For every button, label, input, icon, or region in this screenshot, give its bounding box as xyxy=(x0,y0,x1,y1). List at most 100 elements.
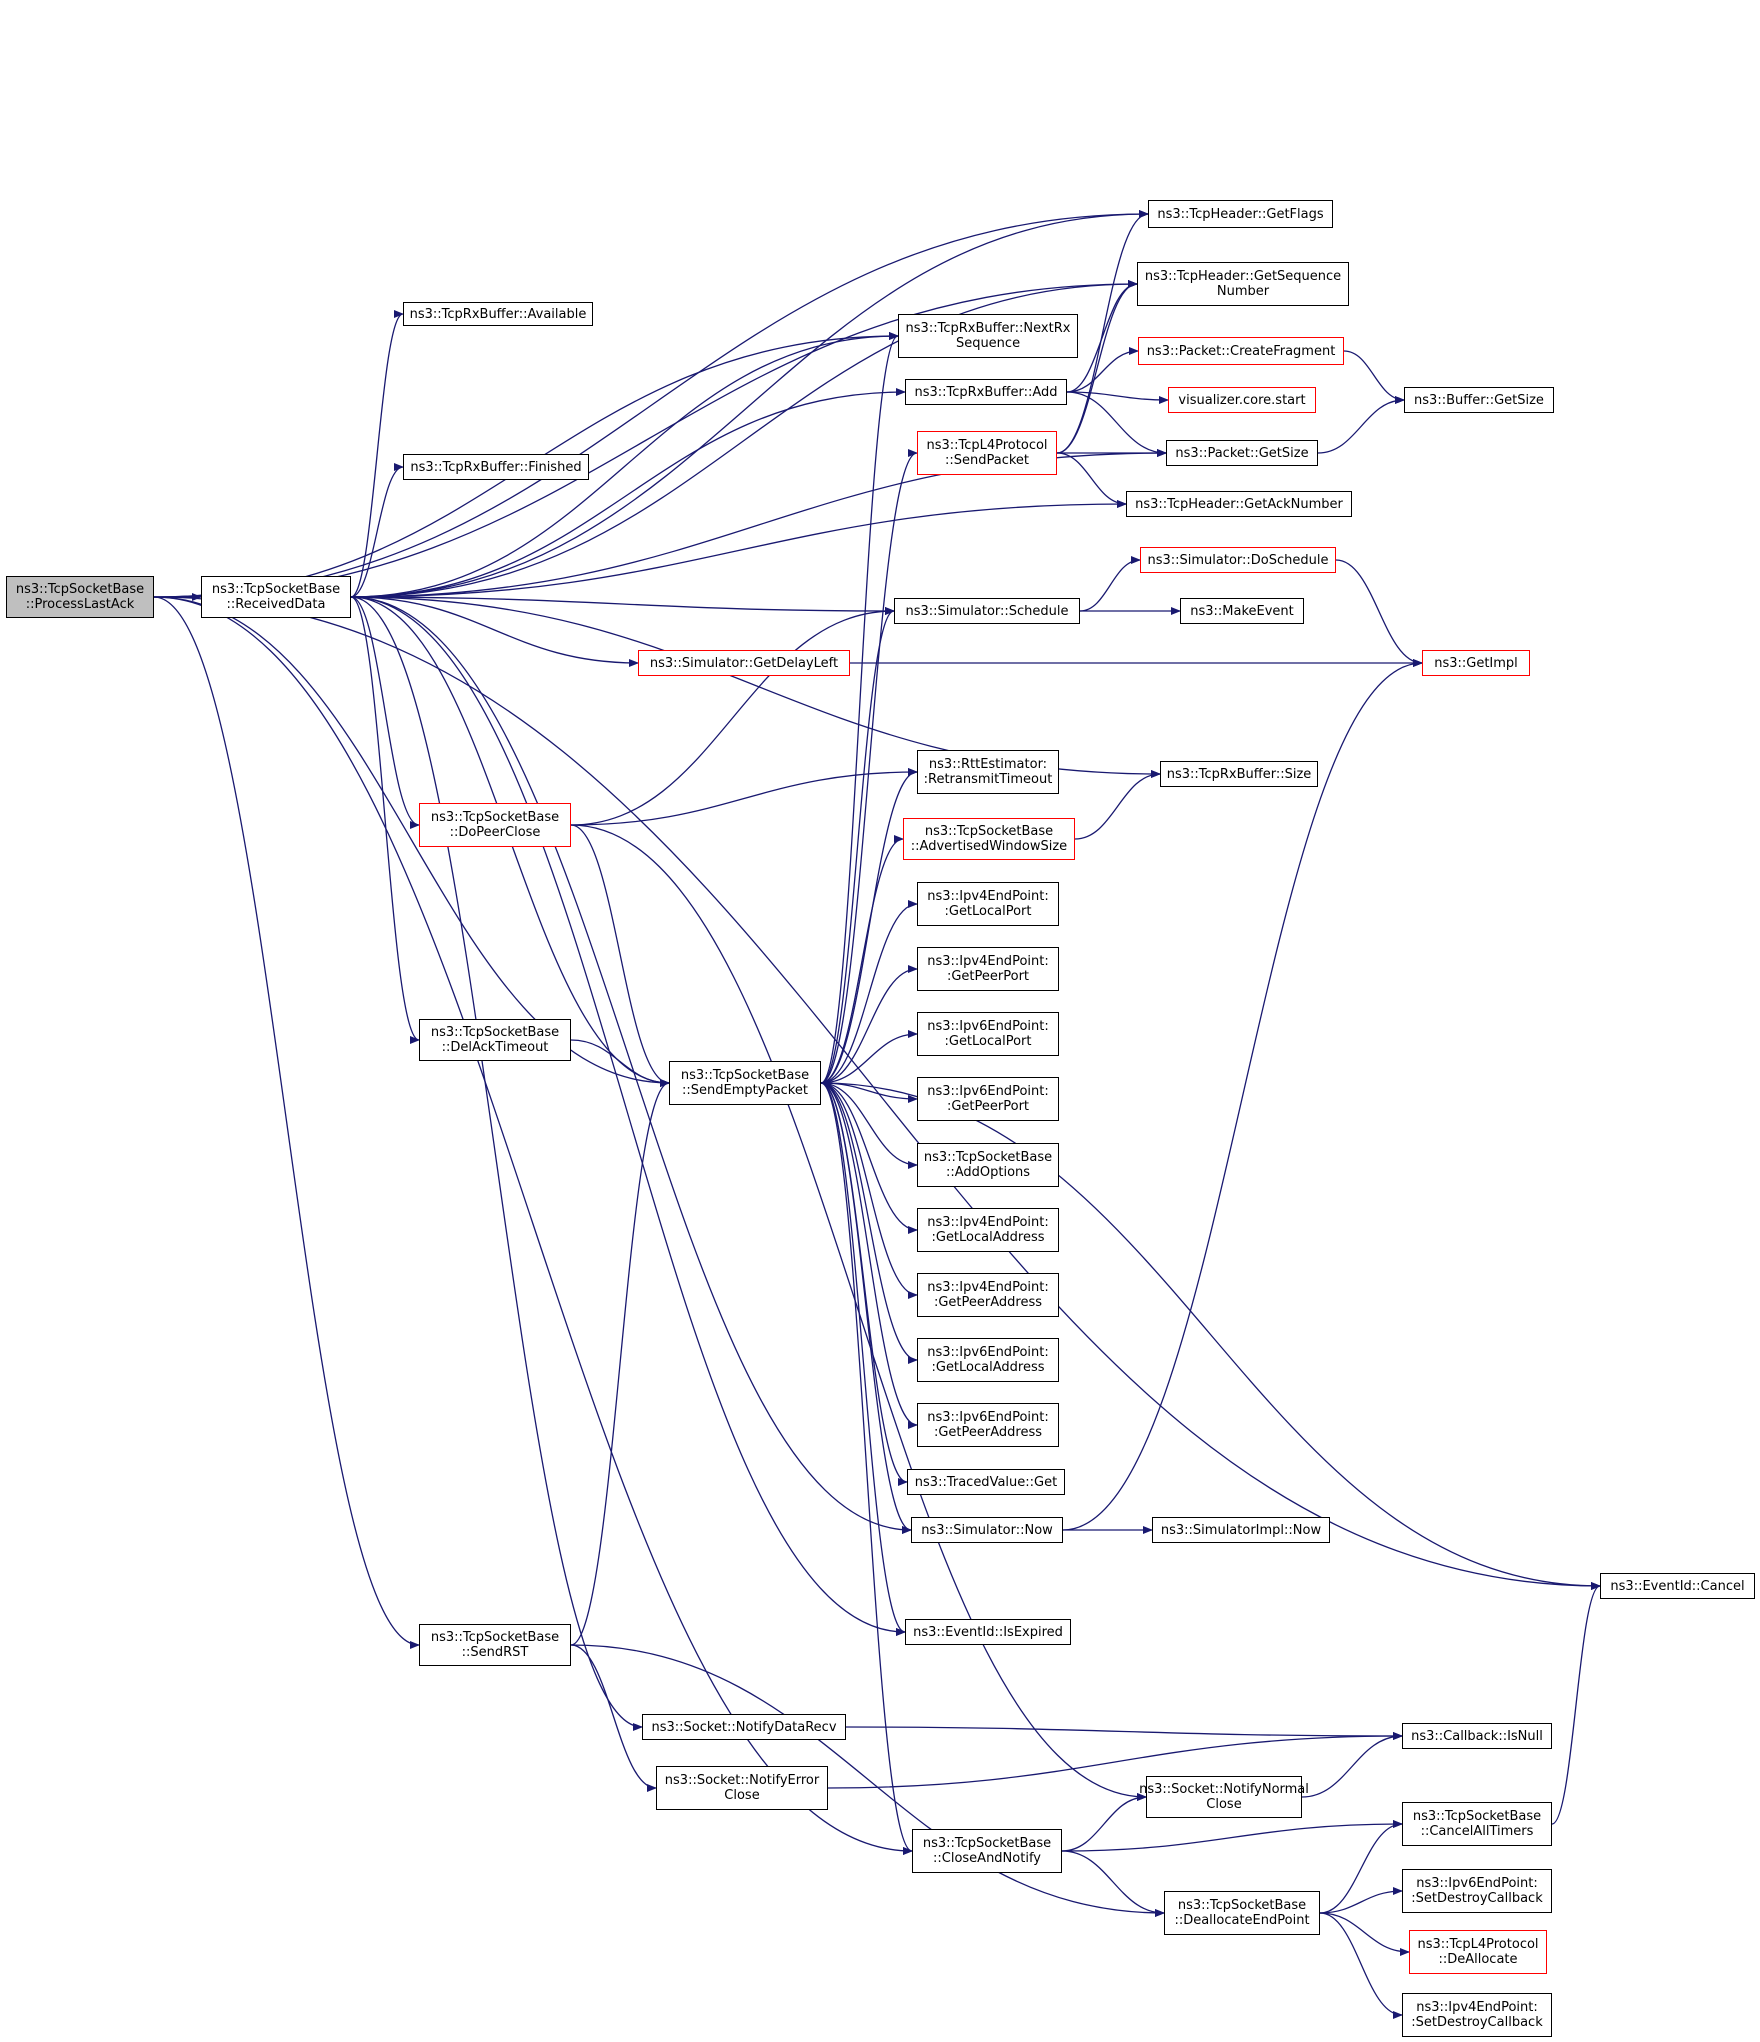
node-label-line: ::SendRST xyxy=(461,1645,529,1660)
node-notifydata[interactable]: ns3::Socket::NotifyDataRecv xyxy=(642,1714,846,1740)
node-delack[interactable]: ns3::TcpSocketBase::DelAckTimeout xyxy=(419,1019,571,1061)
node-createfrag[interactable]: ns3::Packet::CreateFragment xyxy=(1138,337,1344,365)
node-rto[interactable]: ns3::RttEstimator::RetransmitTimeout xyxy=(917,750,1059,794)
edge-closenotify-to-dealloc xyxy=(1061,1850,1165,1917)
edge-sendempty-to-v4paddr xyxy=(820,1082,918,1299)
node-v6paddr[interactable]: ns3::Ipv6EndPoint::GetPeerAddress xyxy=(917,1403,1059,1447)
node-l4send[interactable]: ns3::TcpL4Protocol::SendPacket xyxy=(917,431,1057,475)
node-vizstart[interactable]: visualizer.core.start xyxy=(1168,387,1316,413)
node-label-line: ::AdvertisedWindowSize xyxy=(910,839,1068,854)
node-implnow[interactable]: ns3::SimulatorImpl::Now xyxy=(1152,1517,1330,1543)
node-closenotify[interactable]: ns3::TcpSocketBase::CloseAndNotify xyxy=(912,1829,1062,1873)
node-finished[interactable]: ns3::TcpRxBuffer::Finished xyxy=(403,454,589,480)
node-label-line: ns3::TcpL4Protocol xyxy=(926,438,1048,453)
node-bufsize[interactable]: ns3::Buffer::GetSize xyxy=(1404,387,1554,413)
edge-sendempty-to-advwin xyxy=(820,835,904,1084)
node-label-line: ns3::TracedValue::Get xyxy=(914,1474,1058,1490)
node-v6laddr[interactable]: ns3::Ipv6EndPoint::GetLocalAddress xyxy=(917,1338,1059,1382)
node-label-line: ns3::Socket::NotifyDataRecv xyxy=(651,1719,837,1735)
node-root[interactable]: ns3::TcpSocketBase::ProcessLastAck xyxy=(6,576,154,618)
edge-sendrst-to-notifyerr xyxy=(570,1644,657,1792)
node-label-line: ns3::GetImpl xyxy=(1434,655,1518,671)
node-getack[interactable]: ns3::TcpHeader::GetAckNumber xyxy=(1126,491,1352,517)
node-v6lport[interactable]: ns3::Ipv6EndPoint::GetLocalPort xyxy=(917,1012,1059,1056)
node-rxadd[interactable]: ns3::TcpRxBuffer::Add xyxy=(905,379,1067,405)
edge-sendempty-to-l4send xyxy=(820,449,918,1084)
node-isexpired[interactable]: ns3::EventId::IsExpired xyxy=(905,1619,1071,1645)
node-addopts[interactable]: ns3::TcpSocketBase::AddOptions xyxy=(917,1143,1059,1187)
node-label-line: ns3::TcpSocketBase xyxy=(211,582,341,597)
node-label-line: ns3::Buffer::GetSize xyxy=(1414,392,1544,408)
node-pktsize[interactable]: ns3::Packet::GetSize xyxy=(1166,440,1318,466)
node-delayleft[interactable]: ns3::Simulator::GetDelayLeft xyxy=(638,650,850,676)
node-simnow[interactable]: ns3::Simulator::Now xyxy=(911,1517,1063,1543)
node-label-line: :RetransmitTimeout xyxy=(923,772,1053,787)
edge-createfrag-to-bufsize xyxy=(1343,350,1405,404)
edge-dealloc-to-v4destroy xyxy=(1319,1912,1403,2019)
edge-recv-to-peerclose xyxy=(350,596,420,829)
edge-delack-to-sendempty xyxy=(570,1039,670,1087)
edge-recv-to-delayleft xyxy=(350,596,639,667)
node-schedule[interactable]: ns3::Simulator::Schedule xyxy=(894,598,1080,624)
node-label-line: ns3::TcpSocketBase xyxy=(924,824,1054,839)
node-rxsize[interactable]: ns3::TcpRxBuffer::Size xyxy=(1160,761,1318,787)
edge-root-to-getflags xyxy=(153,210,1149,598)
edge-recv-to-simnow xyxy=(350,596,912,1534)
node-label-line: ns3::TcpRxBuffer::Add xyxy=(914,384,1058,400)
node-label-line: ns3::Ipv6EndPoint: xyxy=(927,1019,1049,1034)
node-v4destroy[interactable]: ns3::Ipv4EndPoint::SetDestroyCallback xyxy=(1402,1993,1552,2037)
edge-recv-to-getack xyxy=(350,500,1127,598)
edge-schedule-to-dosched xyxy=(1079,556,1141,612)
node-v6destroy[interactable]: ns3::Ipv6EndPoint::SetDestroyCallback xyxy=(1402,1869,1552,1913)
node-label-line: ns3::TcpSocketBase xyxy=(1412,1809,1542,1824)
node-sendrst[interactable]: ns3::TcpSocketBase::SendRST xyxy=(419,1624,571,1666)
node-dealloc[interactable]: ns3::TcpSocketBase::DeallocateEndPoint xyxy=(1164,1891,1320,1935)
edge-recv-to-rxadd xyxy=(350,388,906,598)
node-label-line: ns3::Simulator::Now xyxy=(921,1522,1053,1538)
edge-dealloc-to-cancelall xyxy=(1319,1820,1403,1914)
node-label-line: :GetLocalPort xyxy=(944,904,1032,919)
node-label-line: ns3::EventId::IsExpired xyxy=(913,1624,1063,1640)
edge-sendempty-to-v4pport xyxy=(820,965,918,1084)
node-v4laddr[interactable]: ns3::Ipv4EndPoint::GetLocalAddress xyxy=(917,1208,1059,1252)
node-cancelall[interactable]: ns3::TcpSocketBase::CancelAllTimers xyxy=(1402,1802,1552,1846)
edge-sendempty-to-simnow xyxy=(820,1082,912,1534)
node-getflags[interactable]: ns3::TcpHeader::GetFlags xyxy=(1148,200,1333,228)
node-v4pport[interactable]: ns3::Ipv4EndPoint::GetPeerPort xyxy=(917,947,1059,991)
edge-rxadd-to-vizstart xyxy=(1066,391,1169,404)
node-label-line: ns3::TcpRxBuffer::NextRx xyxy=(905,321,1071,336)
node-makeevent[interactable]: ns3::MakeEvent xyxy=(1180,598,1304,624)
node-cbnull[interactable]: ns3::Callback::IsNull xyxy=(1402,1723,1552,1749)
node-peerclose[interactable]: ns3::TcpSocketBase::DoPeerClose xyxy=(419,803,571,847)
edge-peerclose-to-rto xyxy=(570,768,918,826)
edge-recv-to-getseq xyxy=(350,280,1138,598)
node-label-line: ns3::TcpSocketBase xyxy=(15,582,145,597)
node-advwin[interactable]: ns3::TcpSocketBase::AdvertisedWindowSize xyxy=(903,818,1075,860)
edge-sendempty-to-v6paddr xyxy=(820,1082,918,1429)
node-v4paddr[interactable]: ns3::Ipv4EndPoint::GetPeerAddress xyxy=(917,1273,1059,1317)
node-tvget[interactable]: ns3::TracedValue::Get xyxy=(907,1469,1065,1495)
node-cancel[interactable]: ns3::EventId::Cancel xyxy=(1600,1573,1755,1599)
edge-sendrst-to-sendempty xyxy=(570,1079,670,1646)
node-label-line: ns3::Ipv6EndPoint: xyxy=(927,1410,1049,1425)
node-label-line: Sequence xyxy=(955,336,1021,351)
node-label-line: ns3::Ipv4EndPoint: xyxy=(927,889,1049,904)
node-sendempty[interactable]: ns3::TcpSocketBase::SendEmptyPacket xyxy=(669,1061,821,1105)
node-l4dealloc[interactable]: ns3::TcpL4Protocol::DeAllocate xyxy=(1409,1930,1547,1974)
node-label-line: ::CancelAllTimers xyxy=(1420,1824,1534,1839)
node-available[interactable]: ns3::TcpRxBuffer::Available xyxy=(403,302,593,326)
edge-peerclose-to-schedule xyxy=(570,607,895,826)
node-v4lport[interactable]: ns3::Ipv4EndPoint::GetLocalPort xyxy=(917,882,1059,926)
node-dosched[interactable]: ns3::Simulator::DoSchedule xyxy=(1140,547,1336,573)
node-recv[interactable]: ns3::TcpSocketBase::ReceivedData xyxy=(201,576,351,618)
node-getimpl[interactable]: ns3::GetImpl xyxy=(1422,650,1530,676)
node-v6pport[interactable]: ns3::Ipv6EndPoint::GetPeerPort xyxy=(917,1077,1059,1121)
node-label-line: ::DelAckTimeout xyxy=(441,1040,549,1055)
node-label-line: ns3::Ipv4EndPoint: xyxy=(1416,2000,1538,2015)
edge-closenotify-to-cancelall xyxy=(1061,1820,1403,1852)
edge-l4send-to-getseq xyxy=(1056,280,1138,454)
